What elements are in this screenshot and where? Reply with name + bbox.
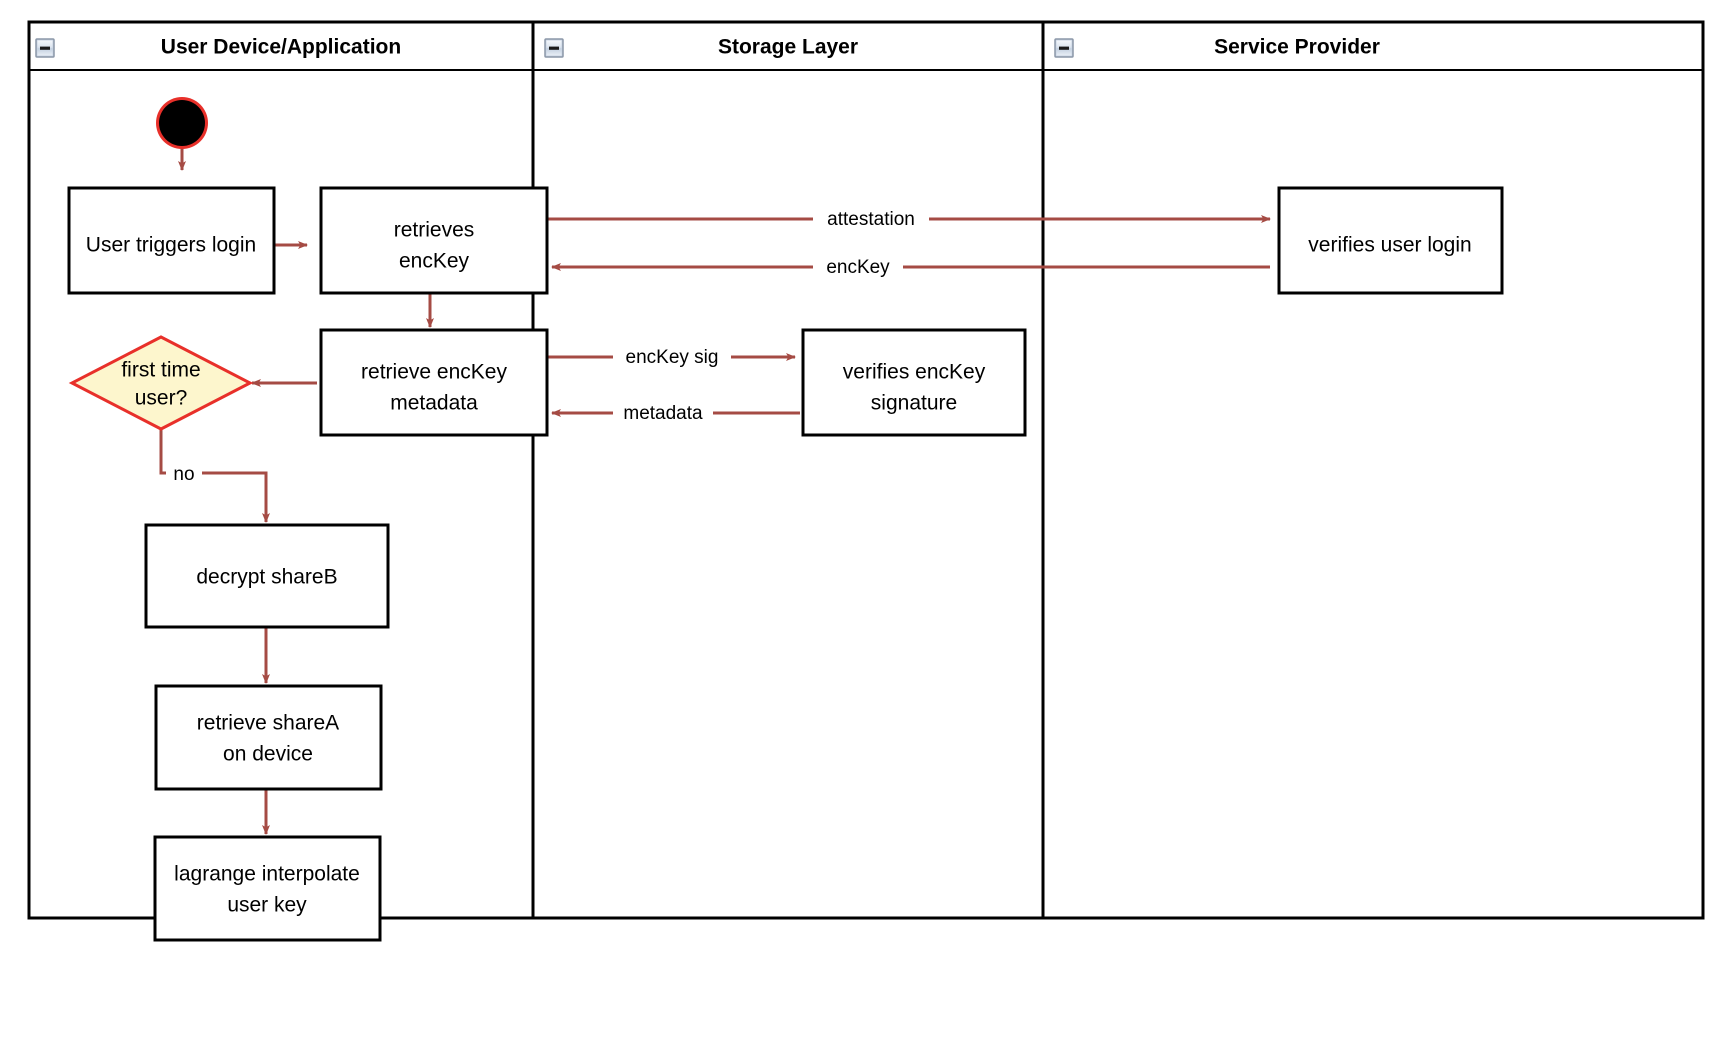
initial-node-fill (159, 100, 205, 146)
edge-label-no: no (166, 461, 202, 487)
edge-label-text: metadata (623, 403, 703, 424)
process-box (319, 186, 549, 295)
node-label-line1: retrieve encKey (361, 361, 507, 384)
process-box (153, 835, 382, 942)
node-retrieve-enckey-metadata[interactable]: retrieve encKey metadata (319, 328, 549, 437)
node-start[interactable] (156, 97, 208, 149)
node-user-triggers-login[interactable]: User triggers login (67, 186, 276, 295)
node-label-line2: signature (871, 392, 957, 415)
edge-label-text: attestation (827, 209, 915, 230)
node-label-line2: metadata (390, 392, 478, 415)
lane-header-user-device: User Device/Application (35, 36, 401, 59)
edge-label-enckey: encKey (813, 254, 903, 280)
edge-label-text: no (173, 464, 194, 485)
process-box (319, 328, 549, 437)
node-label-line1: first time (121, 359, 200, 382)
process-box (67, 186, 276, 295)
node-label: verifies user login (1308, 234, 1471, 257)
decision-diamond (68, 335, 254, 431)
edge-label-text: encKey (826, 257, 890, 278)
node-retrieve-sharea[interactable]: retrieve shareA on device (154, 684, 383, 791)
lane-title-user-device: User Device/Application (161, 36, 401, 59)
node-label: decrypt shareB (196, 566, 337, 589)
collapse-minus-icon[interactable] (544, 38, 564, 58)
process-box (154, 684, 383, 791)
process-box (801, 328, 1027, 437)
node-lagrange-interpolate[interactable]: lagrange interpolate user key (153, 835, 382, 942)
node-retrieves-enckey[interactable]: retrieves encKey (319, 186, 549, 295)
lane-header-service-provider: Service Provider (1054, 36, 1380, 59)
node-decrypt-shareb[interactable]: decrypt shareB (144, 523, 390, 629)
edge-decision-no (159, 425, 270, 523)
node-label-line1: retrieve shareA (197, 712, 339, 735)
collapse-minus-icon[interactable] (35, 38, 55, 58)
node-label-line2: user key (227, 894, 307, 917)
node-label-line1: lagrange interpolate (174, 863, 360, 886)
collapse-minus-icon[interactable] (1054, 38, 1074, 58)
node-first-time-user[interactable]: first time user? (68, 335, 254, 431)
edge-label-metadata: metadata (613, 400, 713, 426)
node-label: User triggers login (86, 234, 256, 257)
node-verifies-enckey-signature[interactable]: verifies encKey signature (801, 328, 1027, 437)
node-label-line2: user? (135, 387, 188, 410)
node-label-line1: verifies encKey (843, 361, 986, 384)
lane-title-storage-layer: Storage Layer (718, 36, 858, 59)
process-box (144, 523, 390, 629)
node-label-line2: on device (223, 743, 313, 766)
node-verifies-user-login[interactable]: verifies user login (1277, 186, 1504, 295)
process-box (1277, 186, 1504, 295)
edge-label-enckey-sig: encKey sig (613, 344, 731, 370)
lane-title-service-provider: Service Provider (1214, 36, 1380, 59)
edge-label-attestation: attestation (813, 206, 929, 232)
node-label-line1: retrieves (394, 219, 475, 242)
edge-label-text: encKey sig (626, 347, 719, 368)
lane-header-storage-layer: Storage Layer (544, 36, 858, 59)
node-label-line2: encKey (399, 250, 470, 273)
